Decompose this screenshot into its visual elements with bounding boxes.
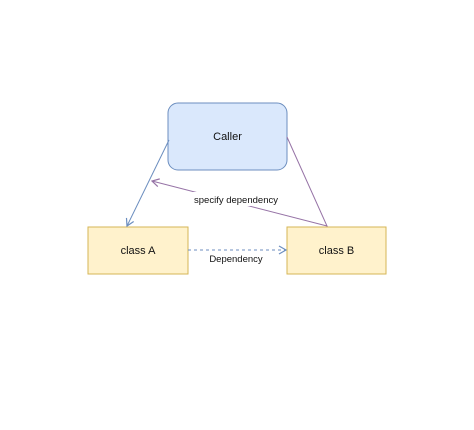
- caller-node[interactable]: Caller: [167, 102, 288, 171]
- dependency-label: Dependency: [209, 254, 263, 265]
- caller-box: [167, 102, 288, 171]
- edge-caller-to-class-a[interactable]: [125, 139, 170, 228]
- class-b-label: class B: [319, 245, 354, 257]
- class-a-node[interactable]: class A: [87, 226, 189, 275]
- specify-dependency-label-bg: [193, 192, 279, 206]
- caller-label: Caller: [213, 131, 242, 143]
- class-a-label: class A: [121, 245, 157, 257]
- class-a-box: [87, 226, 189, 275]
- class-b-node[interactable]: class B: [286, 226, 387, 275]
- class-b-box: [286, 226, 387, 275]
- specify-dependency-label: specify dependency: [194, 195, 278, 206]
